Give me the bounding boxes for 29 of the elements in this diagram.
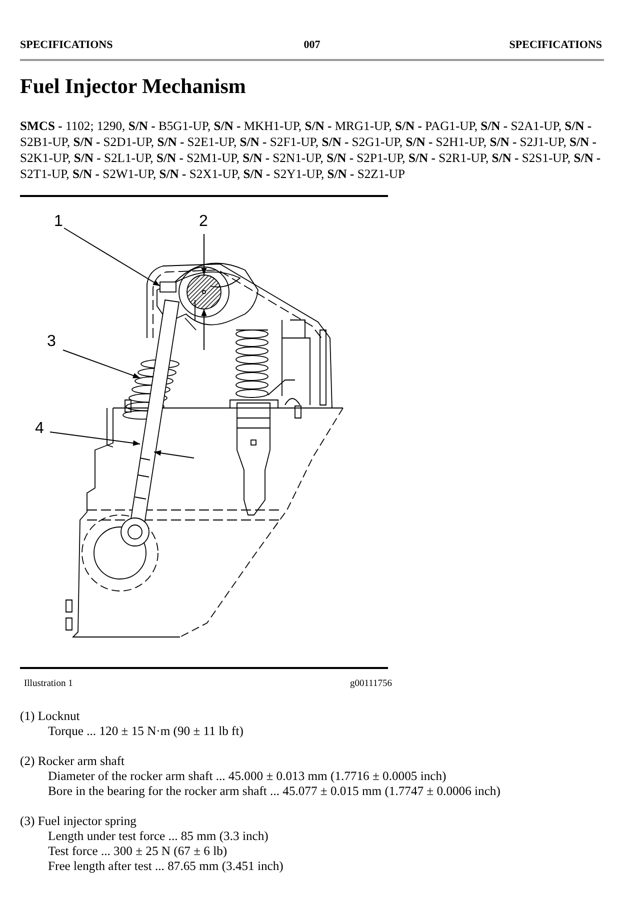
spec-line: Torque ... 120 ± 15 N·m (90 ± 11 lb ft) <box>48 724 244 739</box>
figure-id: g00111756 <box>350 679 392 689</box>
leader-line <box>62 350 140 378</box>
callout-number: 3 <box>47 333 56 351</box>
section-header: SPECIFICATIONS <box>509 39 602 51</box>
rocker-shaft-drawing <box>186 274 222 310</box>
spec-line: Length under test force ... 85 mm (3.3 inch) <box>48 829 268 844</box>
spec-line: Diameter of the rocker arm shaft ... 45.000 ± 0.013 mm (1.7716 ± 0.0005 inch) <box>48 769 446 784</box>
callout-number: 2 <box>199 213 208 231</box>
spec-line: Bore in the bearing for the rocker arm shaft ... 45.077 ± 0.015 mm (1.7747 ± 0.0006 inch) <box>48 784 500 799</box>
spec-heading: (3) Fuel injector spring <box>20 814 136 829</box>
page-number: 007 <box>304 39 320 51</box>
page-title: Fuel Injector Mechanism <box>20 74 246 99</box>
spec-heading: (2) Rocker arm shaft <box>20 754 125 769</box>
serial-number-list: SMCS - 1102; 1290, S/N - B5G1-UP, S/N - MKH1-UP, S/N - MRG1-UP, S/N - PAG1-UP, S/N - S2A1-UP, S/N - S2B1-UP, S/N - S2D1-UP, S/N - S2E1-UP, S/N - S2F1-UP, S/N - S2G1-UP, S/N - S2H1-UP, S/N - S2J1-UP, S/N - S2K1-UP, S/N - S2L1-UP, S/N - S2M1-UP, S/N - S2N1-UP, S/N - S2P1-UP, S/N - S2R1-UP, S/N - S2S1-UP, S/N - S2T1-UP, S/N - S2W1-UP, S/N - S2X1-UP, S/N - S2Y1-UP, S/N - S2Z1-UP <box>20 118 610 182</box>
leader-line <box>201 234 207 276</box>
pushrod-drawing <box>120 300 180 546</box>
arrow <box>201 308 207 350</box>
callout-number: 4 <box>35 420 44 438</box>
spec-heading: (1) Locknut <box>20 709 80 724</box>
section-header: SPECIFICATIONS <box>20 39 113 51</box>
leader-line <box>50 432 140 446</box>
arrow <box>154 450 194 458</box>
spec-line: Test force ... 300 ± 25 N (67 ± 6 lb) <box>48 844 228 859</box>
locknut-drawing <box>160 282 176 292</box>
callout-number: 1 <box>54 213 63 231</box>
figure-caption: Illustration 1 <box>24 679 73 689</box>
spec-line: Free length after test ... 87.65 mm (3.451 inch) <box>48 859 284 874</box>
leader-line <box>64 228 160 286</box>
